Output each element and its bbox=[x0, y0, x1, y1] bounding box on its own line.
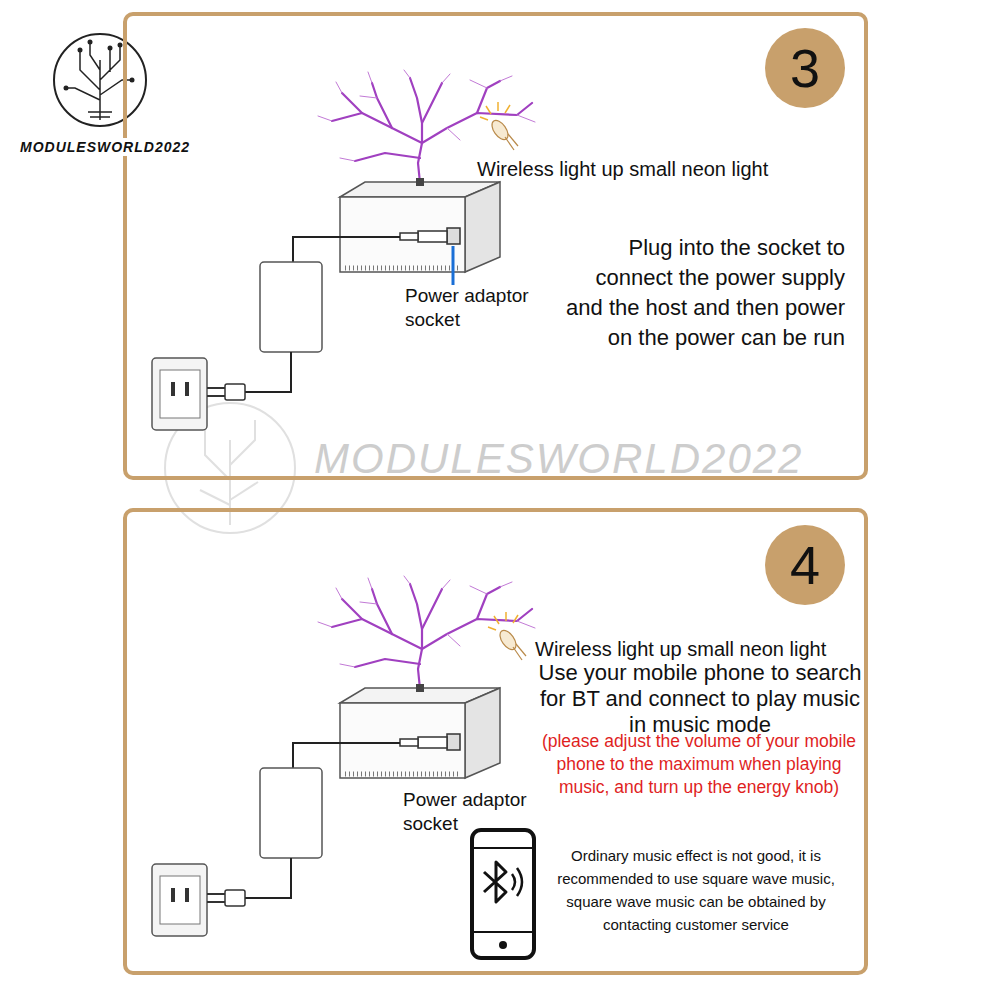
logo-text: MODULESWORLD2022 bbox=[18, 138, 192, 156]
neon-bulb-icon bbox=[480, 102, 518, 150]
instruction-text: Plug into the socket to connect the powe… bbox=[553, 233, 845, 353]
step-panel: Wireless light up small neon lightUse yo… bbox=[123, 508, 868, 975]
step-panel: Wireless light up small neon lightPlug i… bbox=[123, 12, 868, 480]
phone-bt-icon bbox=[472, 830, 534, 958]
tesla-coil-setup bbox=[152, 70, 535, 430]
part-label: Power adaptor socket bbox=[403, 788, 553, 836]
warning-note: (please adjust the volume of your mobile… bbox=[540, 730, 858, 799]
neon-note: Wireless light up small neon light bbox=[477, 157, 847, 181]
neon-note: Wireless light up small neon light bbox=[535, 637, 865, 661]
step-number: 3 bbox=[765, 28, 845, 108]
part-label: Power adaptor socket bbox=[405, 284, 555, 332]
instruction-text: Use your mobile phone to search for BT a… bbox=[535, 660, 865, 738]
watermark-text: MODULESWORLD2022 bbox=[312, 436, 805, 482]
pointer-line bbox=[452, 246, 455, 285]
step-number: 4 bbox=[765, 525, 845, 605]
step-number-circle: 4 bbox=[765, 525, 845, 605]
step-number-circle: 3 bbox=[765, 28, 845, 108]
logo-mark bbox=[54, 34, 146, 126]
neon-bulb-icon bbox=[488, 612, 526, 660]
tip-note: Ordinary music effect is not good, it is… bbox=[540, 844, 852, 936]
